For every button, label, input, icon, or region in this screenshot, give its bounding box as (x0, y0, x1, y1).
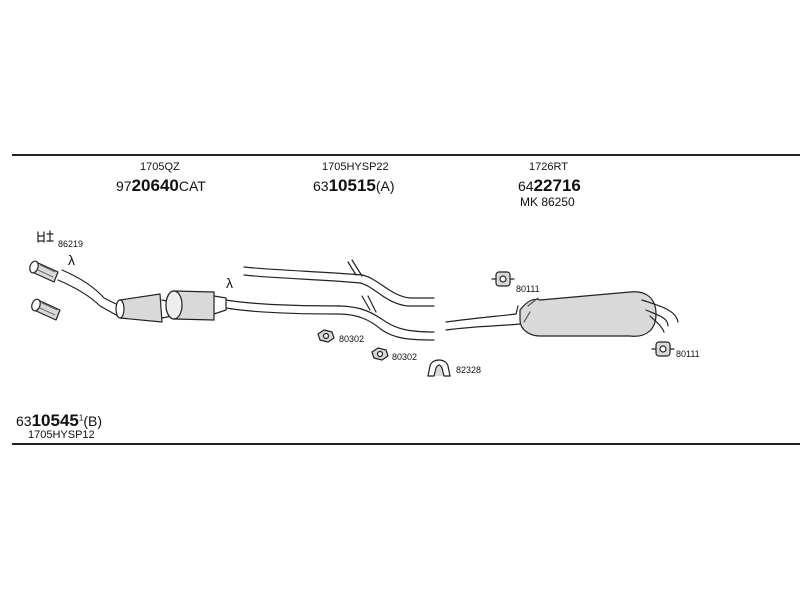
top-divider (12, 154, 800, 156)
group-3-code: 1726RT (529, 161, 568, 173)
bottom-divider (12, 443, 800, 445)
intermediate-pipe-upper (243, 259, 435, 307)
group-3-kit: MK 86250 (520, 195, 575, 209)
lambda-symbol-rear: λ (226, 275, 233, 291)
group-1-code: 1705QZ (140, 161, 180, 173)
part-label-86219: 86219 (58, 239, 84, 249)
rubber-mount-80111-a (491, 271, 515, 287)
rubber-mount-80302-a (317, 329, 335, 343)
group-1-number: 9720640CAT (116, 176, 206, 195)
part-label-80111-a: 80111 (516, 284, 540, 294)
gasket-upper (29, 260, 59, 283)
gasket-lower (31, 298, 61, 321)
spring-clamp-86219 (37, 230, 54, 243)
group-3-number: 6422716 (518, 176, 581, 195)
group-2-number: 6310515(A) (313, 176, 395, 195)
rubber-mount-80302-b (371, 347, 389, 361)
part-label-82328: 82328 (456, 365, 482, 375)
footer-number: 63105451(B) (16, 411, 102, 430)
centre-silencer (165, 290, 341, 321)
intermediate-pipe-lower (337, 295, 435, 341)
rear-silencer (445, 291, 679, 337)
part-label-80302-a: 80302 (339, 334, 365, 344)
rubber-mount-80111-b (651, 341, 675, 357)
lambda-symbol-front: λ (68, 252, 75, 268)
part-label-80111-b: 80111 (676, 349, 700, 359)
part-label-80302-b: 80302 (392, 352, 418, 362)
group-2-code: 1705HYSP22 (322, 161, 389, 173)
front-pipe-catalyst (57, 269, 173, 323)
clamp-82328 (427, 359, 451, 377)
footer-code: 1705HYSP12 (28, 429, 95, 441)
